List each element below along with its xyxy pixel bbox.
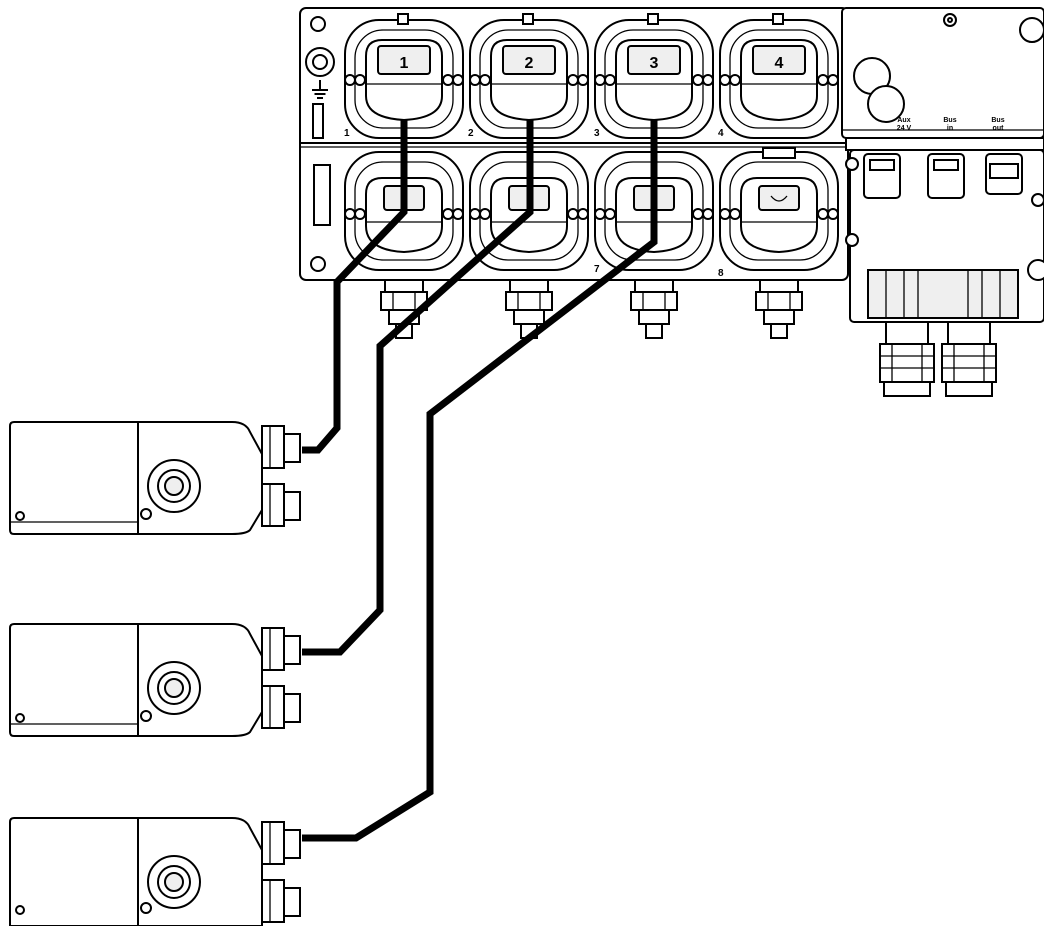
mounting-hole [310,256,326,272]
port-label-3: 3 [650,55,659,72]
cable-port-1 [302,120,408,454]
aux-voltage-label: 24 V [897,125,912,132]
actuator-1 [9,421,301,535]
cable-port-3 [302,120,658,842]
label-slot [313,164,331,226]
power-cable-gland-1 [879,321,935,397]
actuator-3 [9,817,301,926]
power-cable-gland-2 [941,321,997,397]
socket-top-2[interactable]: 2 [469,13,589,139]
cable-gland-3 [630,279,678,339]
aux-power-connector[interactable] [863,153,901,199]
port-label-1: 1 [400,55,409,72]
aux-label: Aux [897,117,910,124]
actuator-1-connector-bottom[interactable] [261,483,301,527]
bus-out-label: Bus [991,117,1004,124]
actuator-3-connector-top[interactable] [261,821,301,865]
port-number-1: 1 [344,128,350,139]
port-number-2: 2 [468,128,474,139]
socket-bottom-4[interactable] [719,147,839,271]
bus-out-sub-label: out [993,125,1005,132]
actuator-2-connector-top[interactable] [261,627,301,671]
port-label-4: 4 [775,55,784,72]
actuator-2 [9,623,301,737]
port-number-8: 8 [718,268,724,279]
mounting-hole [1019,17,1044,43]
port-label-2: 2 [525,55,534,72]
module-latch [312,103,324,139]
port-number-4: 4 [718,128,724,139]
cable-gland-4 [755,279,803,339]
bus-in-connector[interactable] [927,153,965,199]
bus-in-label: Bus [943,117,956,124]
power-bus-box: Aux 24 V Bus in Bus out [841,7,1044,323]
cable-gland-2 [505,279,553,339]
socket-top-4[interactable]: 4 [719,13,839,139]
port-number-3: 3 [594,128,600,139]
actuator-1-connector-top[interactable] [261,425,301,469]
indicator-led [867,85,905,123]
cable-port-2 [302,120,534,656]
bus-in-sub-label: in [947,125,953,132]
mounting-screw [1031,193,1044,207]
ground-symbol-icon [312,80,328,99]
actuator-3-connector-bottom[interactable] [261,879,301,923]
mounting-hole [310,16,326,32]
actuator-2-connector-bottom[interactable] [261,685,301,729]
bus-out-connector[interactable] [985,153,1023,195]
port-number-7: 7 [594,264,600,275]
